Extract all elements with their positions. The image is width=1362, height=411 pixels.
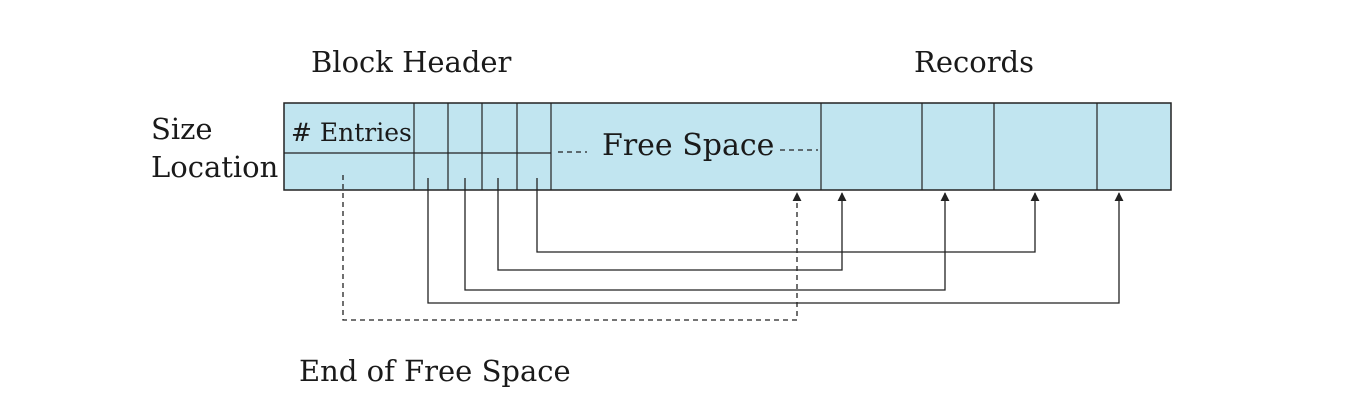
- pointer-end-of-free-space: [342, 175, 802, 321]
- pointer-slot-1-to-record-4: [427, 178, 1124, 304]
- entries-text: # Entries: [291, 118, 412, 147]
- free-space-text: Free Space: [602, 128, 774, 163]
- size-label: Size: [151, 112, 213, 146]
- location-label: Location: [151, 150, 279, 184]
- records-label: Records: [914, 45, 1035, 79]
- pointer-slot-2-to-record-2: [464, 178, 950, 291]
- pointer-slot-3-to-record-1: [497, 178, 847, 271]
- block-rect: [283, 102, 1172, 191]
- end-of-free-space-label: End of Free Space: [299, 354, 571, 388]
- pointer-slot-4-to-record-3: [536, 178, 1040, 253]
- block-header-label: Block Header: [311, 45, 512, 79]
